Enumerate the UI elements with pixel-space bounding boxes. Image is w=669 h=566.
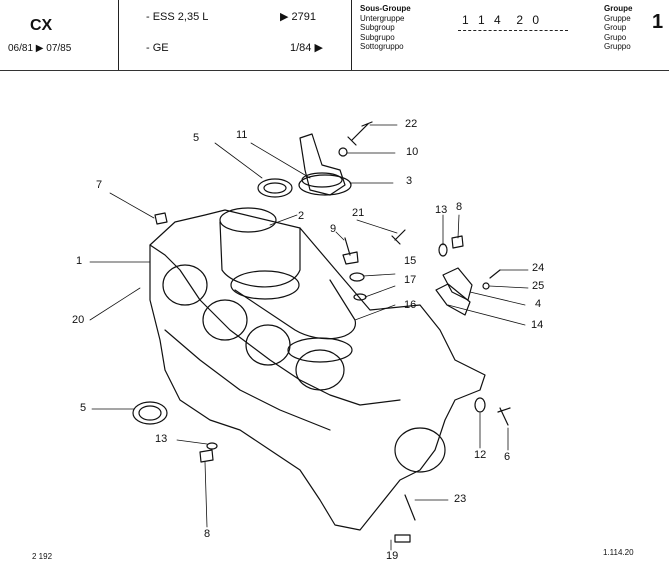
seal-ring-5-top-inner: [263, 182, 287, 194]
block-inner-edge: [164, 329, 331, 431]
callout-2: 2: [298, 210, 305, 222]
subgroup-underline: [458, 30, 568, 31]
ge-line: - GE: [146, 42, 169, 54]
callout-3: 3: [406, 175, 413, 187]
cylinder-block: [149, 209, 486, 531]
washer-15: [349, 272, 365, 282]
callout-1: 1: [76, 255, 83, 267]
bore-2: [202, 299, 248, 341]
bore-4: [295, 349, 345, 391]
callout-23: 23: [454, 493, 467, 505]
block-top-deck: [149, 244, 401, 406]
bolt-22: [347, 121, 373, 146]
seal-ring-5-lower: [132, 401, 168, 425]
footer-left-code: 2 192: [32, 552, 53, 561]
callout-4: 4: [535, 298, 542, 310]
washer-13-top: [438, 243, 448, 257]
liner-top: [219, 207, 277, 233]
washer-25: [482, 282, 490, 290]
callout-13-top: 13: [435, 204, 448, 216]
footer-right-code: 1.114.20: [603, 548, 634, 557]
header: CX 06/81 ▶ 07/85 - ESS 2,35 L ▶ 2791 - G…: [0, 0, 669, 75]
plug-8-lower: [199, 449, 214, 463]
liner-base: [287, 337, 353, 363]
subgroup-labels: Sous-Groupe Untergruppe Subgroup Subgrup…: [360, 4, 411, 52]
callout-11: 11: [236, 129, 248, 141]
callout-22: 22: [405, 118, 418, 130]
plug-7: [154, 212, 168, 225]
stud-21: [391, 229, 406, 245]
callout-7: 7: [96, 179, 103, 191]
subgroup-label-fr: Sous-Groupe: [360, 4, 411, 13]
callout-5-top: 5: [193, 132, 200, 144]
seal-ring-11: [301, 172, 343, 188]
callout-15: 15: [404, 255, 417, 267]
callout-5-lower: 5: [80, 402, 87, 414]
engine-line: - ESS 2,35 L: [146, 11, 209, 23]
group-label-fr: Groupe: [604, 4, 633, 13]
subgroup-label-de: Untergruppe: [360, 13, 405, 23]
callout-21: 21: [352, 207, 365, 219]
callout-17: 17: [404, 274, 417, 286]
leader-lines: [89, 124, 529, 551]
liner-lower: [234, 279, 356, 340]
seal-ring-5-top: [257, 178, 293, 198]
group-number: 1: [652, 11, 664, 33]
callout-24: 24: [532, 262, 545, 274]
bolt-24: [489, 269, 501, 279]
date-range: 06/81 ▶ 07/85: [8, 43, 72, 54]
liner-body: [219, 221, 301, 288]
callout-9: 9: [330, 223, 337, 235]
callout-16: 16: [404, 299, 417, 311]
stud-23: [404, 494, 416, 521]
cover-14: [435, 283, 471, 316]
bore-1: [162, 264, 208, 306]
bolt-19: [394, 534, 411, 543]
bolt-6: [497, 407, 511, 426]
seal-ring-3: [298, 174, 352, 196]
group-label-en: Group: [604, 23, 627, 32]
gasket-4: [442, 267, 473, 301]
subgroup-label-es: Subgrupo: [360, 32, 395, 42]
plug-8-top: [451, 235, 464, 249]
water-outlet: [299, 133, 346, 196]
callout-25: 25: [532, 280, 545, 292]
callout-8-lower: 8: [204, 528, 211, 540]
washer-10: [338, 147, 348, 157]
group-label-de: Gruppe: [604, 13, 631, 23]
model-label: CX: [30, 17, 53, 34]
callout-8-top: 8: [456, 201, 463, 213]
callout-19: 19: [386, 550, 399, 562]
header-rule: [0, 70, 669, 71]
subgroup-number: 1 1 4 2 0: [462, 13, 543, 27]
group-labels: Groupe Gruppe Group Grupo Gruppo: [604, 4, 632, 52]
callout-20: 20: [72, 314, 85, 326]
subgroup-label-en: Subgroup: [360, 23, 395, 32]
engine-code: ▶ 2791: [280, 11, 316, 23]
liner-mid: [230, 270, 300, 300]
group-label-es: Grupo: [604, 32, 627, 42]
group-label-it: Gruppo: [604, 42, 631, 51]
callout-10: 10: [406, 146, 419, 158]
washer-13-lower: [206, 442, 218, 450]
callout-13-lower: 13: [155, 433, 168, 445]
callout-12: 12: [474, 449, 487, 461]
callout-6: 6: [504, 451, 511, 463]
ge-code: 1/84 ▶: [290, 42, 323, 54]
washer-12: [474, 397, 486, 413]
seal-ring-5-lower-inner: [138, 405, 162, 421]
bolt-9: [342, 237, 359, 265]
subgroup-label-it: Sottogruppo: [360, 42, 404, 51]
callout-14: 14: [531, 319, 544, 331]
crank-bore: [394, 427, 446, 473]
